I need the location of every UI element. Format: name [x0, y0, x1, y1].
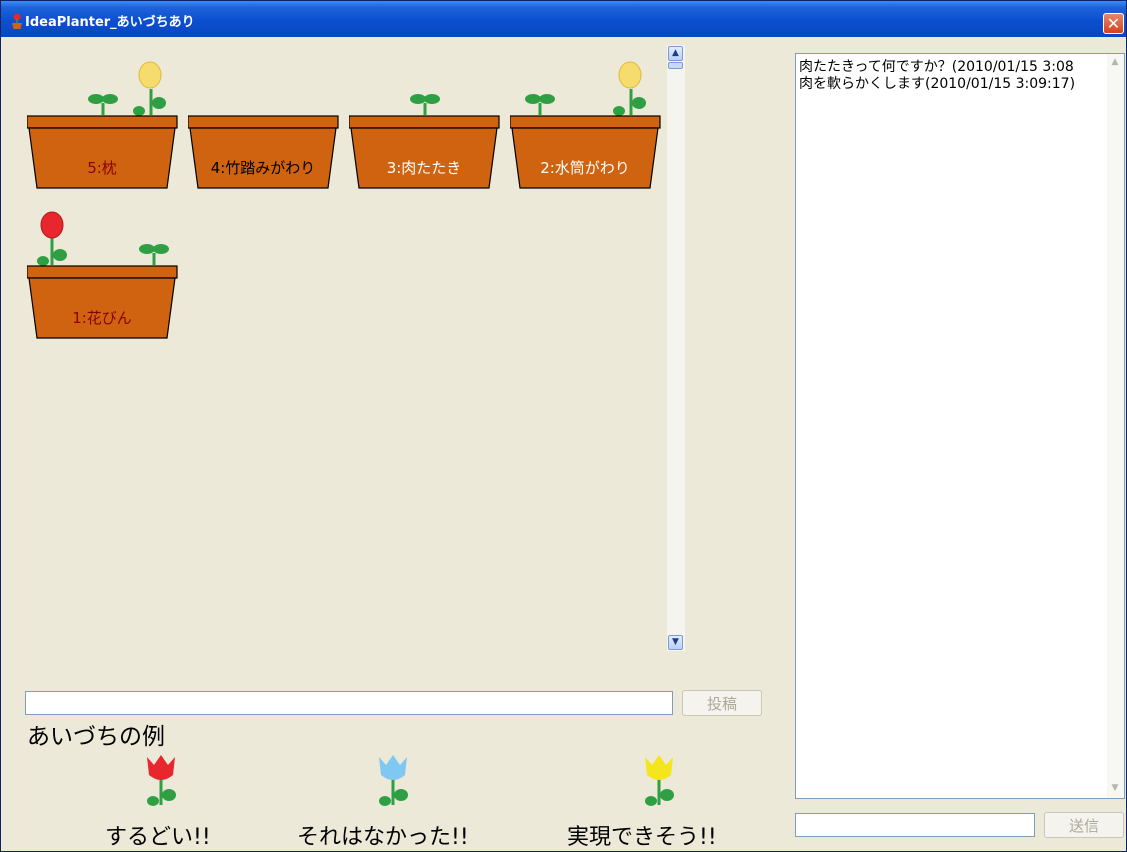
blue-tulip-icon [379, 755, 408, 806]
scroll-down-button[interactable]: ▼ [668, 635, 683, 650]
example-item: するどい!! [105, 749, 245, 850]
garden-scrollbar[interactable]: ▲ ▼ [667, 45, 685, 651]
window-title: IdeaPlanter_あいづちあり [25, 15, 195, 30]
scroll-up-button[interactable]: ▲ [668, 46, 683, 61]
pot-graphic [510, 61, 661, 189]
sprout-icon [139, 244, 169, 265]
scroll-thumb[interactable] [668, 62, 683, 69]
sprout-icon [410, 94, 440, 115]
post-input[interactable] [25, 691, 673, 715]
example-label: するどい!! [105, 825, 211, 850]
chat-message: 肉を軟らかくします(2010/01/15 3:09:17) [799, 76, 1076, 92]
sprout-icon [88, 94, 118, 115]
chat-input[interactable] [795, 813, 1035, 837]
pot-1[interactable]: 1:花びん [27, 211, 179, 339]
pot-label: 1:花びん [72, 309, 132, 327]
chat-scroll-up-icon[interactable]: ▲ [1111, 57, 1119, 67]
yellow-tulip-icon [133, 61, 166, 116]
send-button[interactable]: 送信 [1044, 812, 1124, 838]
pot-2[interactable]: 2:水筒がわり [510, 61, 662, 189]
chat-log[interactable]: 肉たたきって何ですか？(2010/01/15 3:08 肉を軟らかくします(20… [795, 53, 1125, 799]
pot-3[interactable]: 3:肉たたき [349, 61, 501, 189]
post-button[interactable]: 投稿 [682, 690, 762, 716]
title-bar[interactable]: IdeaPlanter_あいづちあり ✕ [1, 1, 1126, 37]
red-tulip-icon [37, 211, 67, 266]
example-item: それはなかった!! [297, 749, 497, 850]
yellow-tulip-icon [613, 61, 646, 116]
pot-label: 5:枕 [87, 159, 117, 177]
pot-graphic [349, 94, 500, 189]
pot-label: 4:竹踏みがわり [210, 159, 316, 177]
pot-4[interactable]: 4:竹踏みがわり [188, 61, 340, 189]
chat-message: 肉たたきって何ですか？(2010/01/15 3:08 [799, 59, 1074, 75]
pot-graphic [27, 211, 178, 339]
red-tulip-icon [147, 755, 176, 806]
example-item: 実現できそう!! [567, 749, 747, 850]
chat-scroll-down-icon[interactable]: ▼ [1111, 783, 1119, 793]
yellow-tulip-icon [645, 755, 674, 806]
pot-graphic [188, 115, 339, 189]
close-button[interactable]: ✕ [1103, 13, 1124, 34]
pot-label: 3:肉たたき [386, 159, 462, 177]
examples-title: あいづちの例 [27, 724, 165, 750]
example-label: それはなかった!! [297, 825, 469, 850]
plant-pot-app-icon [12, 13, 22, 29]
pot-label: 2:水筒がわり [540, 159, 630, 177]
pot-graphic [27, 61, 178, 189]
example-label: 実現できそう!! [567, 825, 717, 850]
garden-area: 5:枕 4:竹踏みがわり 3:肉たたき [11, 41, 665, 655]
sprout-icon [525, 94, 555, 115]
pot-5[interactable]: 5:枕 [27, 61, 179, 189]
chat-scrollbar[interactable]: ▲ ▼ [1107, 54, 1124, 798]
